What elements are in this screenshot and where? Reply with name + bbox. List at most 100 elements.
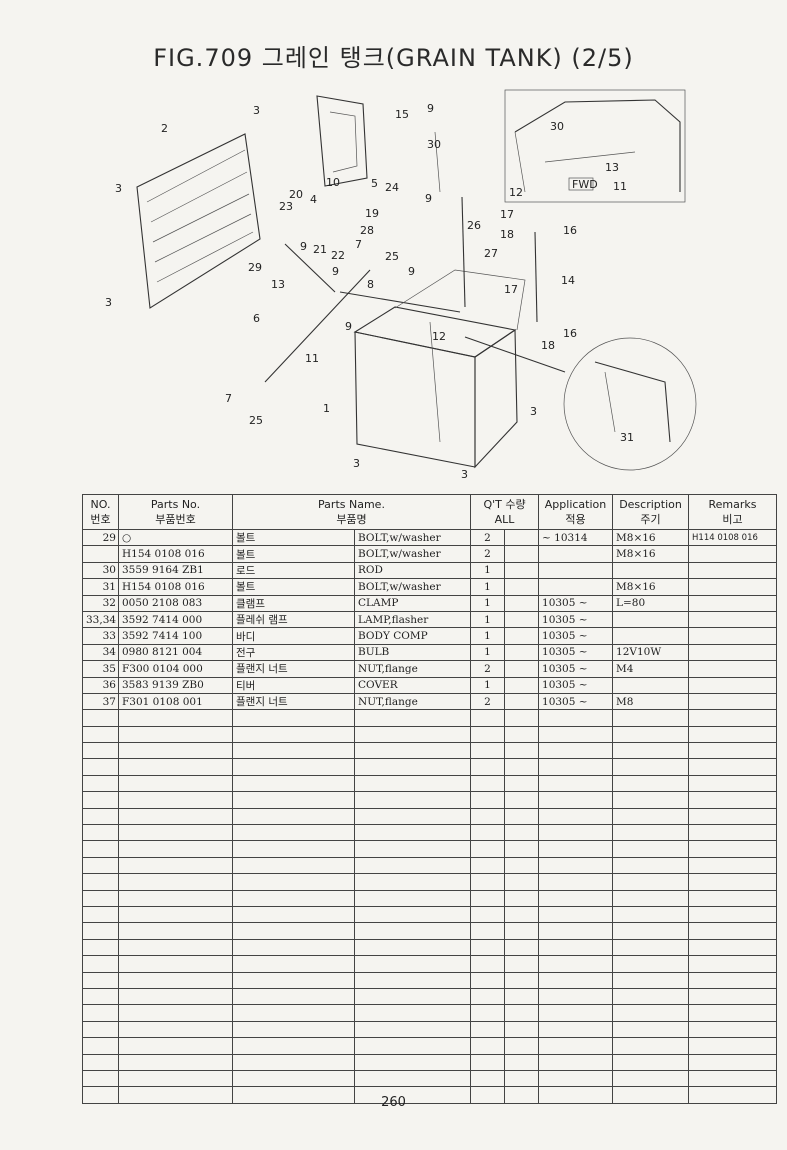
table-cell [612,774,690,793]
table-cell [82,955,119,973]
table-cell [538,561,614,580]
table-cell: 플레쉬 램프 [232,610,355,629]
top-cover-drawing [316,95,368,187]
table-cell [503,676,540,694]
table-cell [82,856,119,875]
rod-6-drawing [264,269,371,383]
table-cell: 2 [470,528,505,547]
table-cell [688,873,778,891]
table-cell [118,725,233,744]
table-cell [232,938,355,957]
table-cell [118,807,233,826]
page-number: 260 [381,1095,406,1110]
table-cell [538,905,614,924]
table-cell [354,955,471,973]
table-cell [503,1004,540,1022]
table-cell: 30 [82,561,119,580]
empty-table-row [82,824,778,842]
table-cell: M8×16 [612,528,690,547]
table-cell: L=80 [612,594,690,612]
fwd-label: FWD [572,178,598,191]
header-no: NO.번호 [82,494,119,530]
callout-9d: 9 [332,265,339,278]
table-cell: 볼트 [232,545,355,563]
frame-bracket-drawing [434,131,538,323]
callout-17b: 17 [504,283,518,296]
table-cell [354,971,471,989]
table-cell [688,660,778,678]
table-cell [612,955,690,973]
empty-table-row [82,758,778,776]
callout-16a: 16 [563,224,577,237]
table-cell [612,987,690,1006]
header-parts-name: Parts Name.부품명 [232,494,471,530]
table-cell [538,758,614,776]
table-cell [232,1020,355,1039]
table-cell: 10305 ~ [538,660,614,678]
table-cell [232,905,355,924]
table-cell [470,709,505,727]
parts-table: NO.번호 Parts No.부품번호 Parts Name.부품명 Q'T 수… [82,494,778,1104]
empty-table-row [82,807,778,826]
table-cell [118,955,233,973]
table-cell [82,889,119,907]
table-cell [82,971,119,989]
table-cell [538,545,614,563]
table-cell [354,987,471,1006]
table-cell [688,561,778,580]
table-cell [470,1004,505,1022]
table-cell: ROD [354,561,471,580]
table-cell [354,774,471,793]
table-cell [354,725,471,744]
table-cell [118,889,233,907]
table-cell: 2 [470,545,505,563]
table-cell [538,1004,614,1022]
table-cell [688,725,778,744]
grain-tank-body-drawing [353,269,526,469]
table-cell: BODY COMP [354,627,471,645]
table-cell: H154 0108 016 [118,578,233,596]
table-cell [503,791,540,809]
table-cell [232,987,355,1006]
table-cell [232,840,355,858]
table-cell: M8×16 [612,545,690,563]
table-cell [503,742,540,760]
table-cell: 3592 7414 100 [118,627,233,645]
table-cell [354,824,471,842]
table-cell [612,1020,690,1039]
table-cell [470,955,505,973]
table-header-row: NO.번호 Parts No.부품번호 Parts Name.부품명 Q'T 수… [82,494,778,530]
table-cell [118,1004,233,1022]
table-cell: H114 0108 016 [688,528,778,547]
table-cell [688,889,778,907]
table-cell [538,578,614,596]
table-cell: 볼트 [232,528,355,547]
table-cell [118,742,233,760]
table-cell [470,758,505,776]
table-cell: 1 [470,610,505,629]
table-cell [612,791,690,809]
table-cell [503,774,540,793]
table-cell [118,774,233,793]
callout-6: 6 [253,312,260,325]
table-cell [688,1069,778,1088]
table-cell: M4 [612,660,690,678]
table-cell [538,1020,614,1039]
table-cell [612,1037,690,1055]
callout-9e: 9 [408,265,415,278]
table-cell [612,971,690,989]
empty-table-row [82,1037,778,1055]
parts-table-container: NO.번호 Parts No.부품번호 Parts Name.부품명 Q'T 수… [82,494,778,1104]
empty-table-row [82,971,778,989]
table-cell [354,1020,471,1039]
table-cell [354,938,471,957]
table-cell [538,971,614,989]
table-cell [470,824,505,842]
